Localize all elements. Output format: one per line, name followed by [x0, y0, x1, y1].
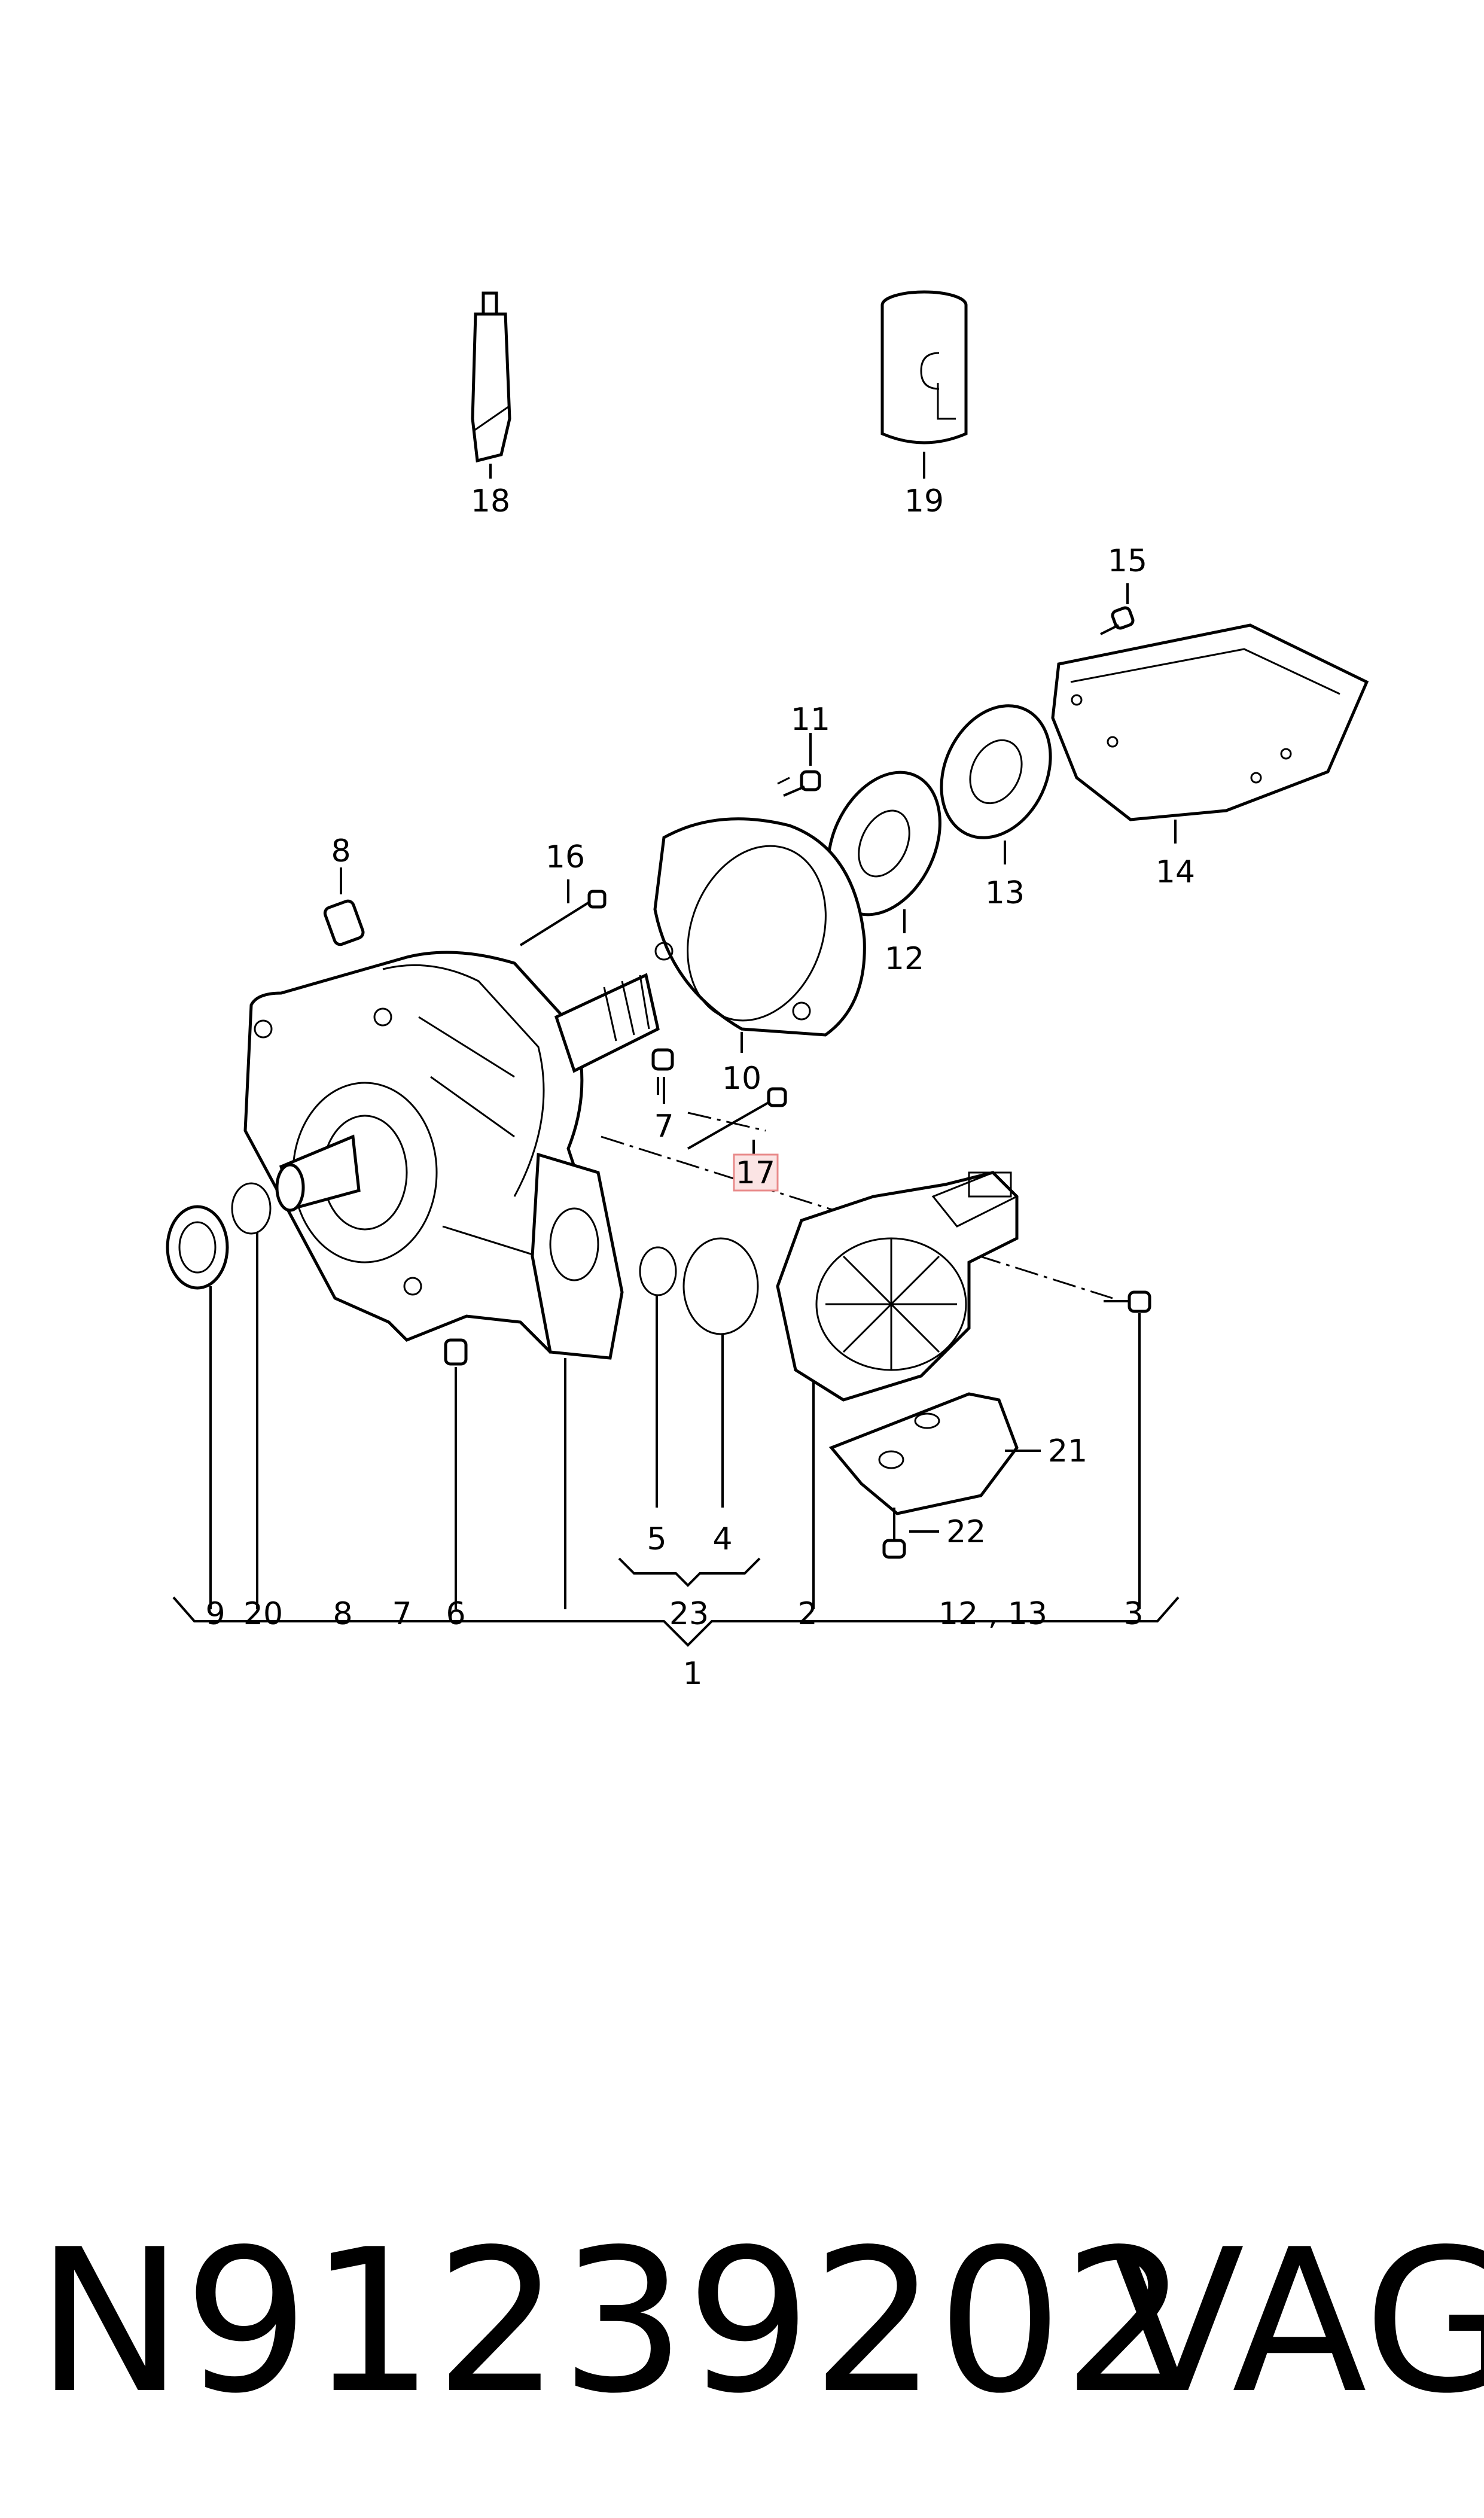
- part-9-seal[interactable]: [166, 1205, 229, 1609]
- assembly-item-9: 9: [205, 1596, 225, 1632]
- callout-4: 4: [712, 1521, 732, 1557]
- part-8-plug[interactable]: [323, 867, 365, 946]
- assembly-item-3: 3: [1123, 1596, 1143, 1632]
- part-15-bolt[interactable]: [1100, 583, 1135, 635]
- callout-17-highlight: [733, 1153, 779, 1192]
- assembly-axis-line-2: [687, 1112, 766, 1132]
- brace-23: [618, 1557, 761, 1587]
- assembly-item-7: 7: [392, 1596, 412, 1632]
- part-13-seal[interactable]: [921, 688, 1071, 864]
- part-2-actuator[interactable]: [776, 1171, 1019, 1609]
- callout-21: 21: [1048, 1433, 1087, 1469]
- part-22-screw[interactable]: [882, 1508, 939, 1559]
- callout-7: 7: [654, 1109, 674, 1144]
- part-12-ring[interactable]: [806, 754, 962, 933]
- brand-text: VAG: [1110, 2207, 1484, 2437]
- callout-13: 13: [985, 875, 1025, 911]
- assembly-item-23: 23: [669, 1596, 709, 1632]
- callout-15: 15: [1108, 543, 1147, 579]
- part-10-flange[interactable]: [653, 817, 866, 1053]
- callout-1: 1: [682, 1656, 702, 1692]
- callout-16: 16: [546, 839, 585, 875]
- callout-17: 17: [736, 1155, 775, 1191]
- part-6-drain-plug[interactable]: [444, 1338, 468, 1609]
- assembly-item-12-13: 12 , 13: [938, 1596, 1047, 1632]
- callout-12: 12: [885, 941, 924, 977]
- part-14-heat-shield[interactable]: [1051, 623, 1369, 844]
- part-17-long-bolt[interactable]: [687, 1087, 787, 1155]
- part-3-bolt[interactable]: [1104, 1290, 1151, 1609]
- part-5-o-ring[interactable]: [639, 1246, 677, 1508]
- assembly-item-2: 2: [797, 1596, 817, 1632]
- callout-5: 5: [647, 1521, 666, 1557]
- part-20-o-ring[interactable]: [231, 1182, 272, 1609]
- callout-11: 11: [791, 702, 830, 738]
- assembly-item-20: 20: [243, 1596, 283, 1632]
- callout-22: 22: [946, 1514, 986, 1550]
- callout-19: 19: [904, 483, 944, 519]
- part-19-oil-can[interactable]: [880, 290, 968, 479]
- assembly-item-8: 8: [333, 1596, 352, 1632]
- callout-8: 8: [331, 833, 351, 869]
- callout-18: 18: [471, 483, 510, 519]
- callout-10: 10: [722, 1061, 761, 1097]
- assembly-brace: [172, 1596, 1180, 1647]
- part-21-filter[interactable]: [828, 1392, 1041, 1515]
- assembly-axis-line-3: [777, 777, 790, 785]
- part-11-bolt[interactable]: [783, 733, 821, 797]
- part-7-screw[interactable]: [651, 1048, 674, 1104]
- part-1-transfer-case-housing[interactable]: [243, 951, 660, 1609]
- assembly-item-6: 6: [446, 1596, 465, 1632]
- callout-14: 14: [1156, 854, 1195, 890]
- part-4-o-ring[interactable]: [682, 1237, 759, 1508]
- part-number-text: N91239202: [36, 2207, 1189, 2437]
- part-16-long-bolt[interactable]: [519, 879, 607, 946]
- part-18-grease-tube[interactable]: [471, 291, 511, 479]
